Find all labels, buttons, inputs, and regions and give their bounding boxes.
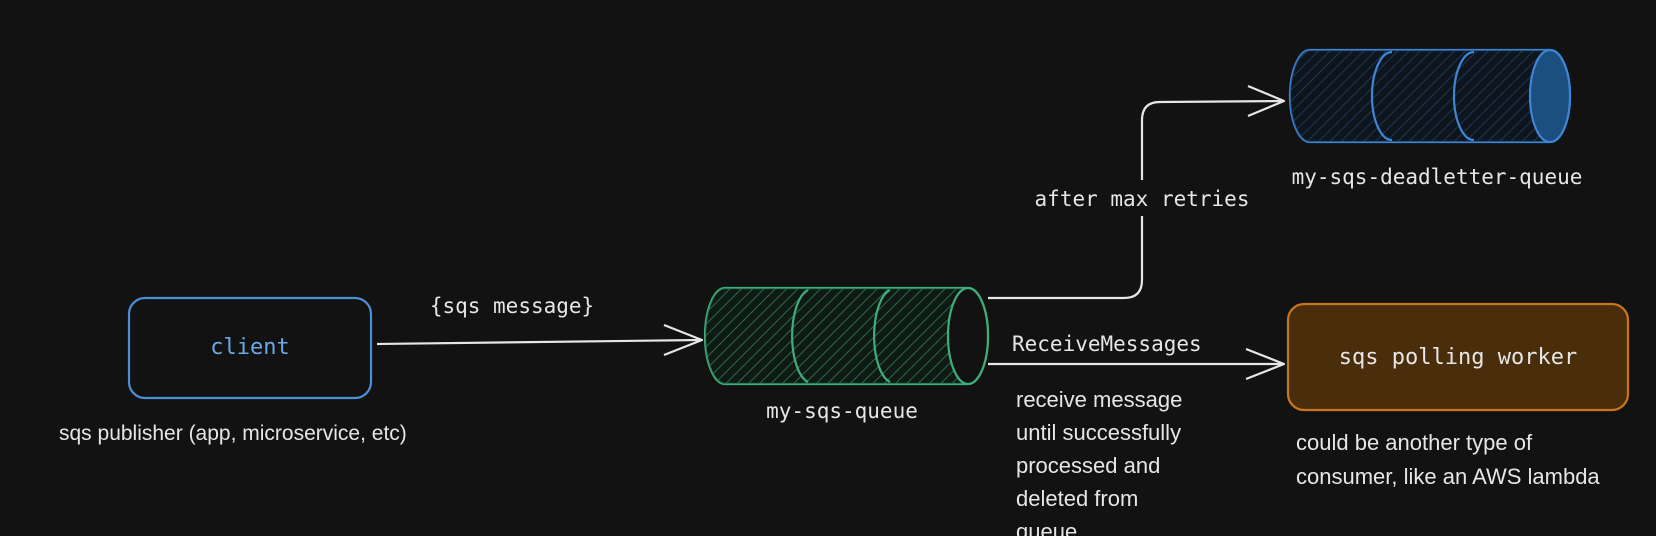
main-queue-label: my-sqs-queue bbox=[766, 399, 918, 423]
publish-label: {sqs message} bbox=[430, 294, 594, 318]
receive-note-line: until successfully bbox=[1016, 420, 1181, 445]
worker-box bbox=[1286, 302, 1630, 412]
publish-arrow bbox=[376, 323, 704, 357]
worker-caption-line: consumer, like an AWS lambda bbox=[1296, 464, 1600, 489]
client-box bbox=[127, 296, 373, 400]
client-label: client bbox=[210, 335, 289, 360]
deadletter-queue-cylinder bbox=[1288, 48, 1572, 144]
deadletter-queue-label: my-sqs-deadletter-queue bbox=[1292, 165, 1583, 189]
client-caption: sqs publisher (app, microservice, etc) bbox=[59, 422, 407, 445]
receive-note-line: receive message bbox=[1016, 387, 1182, 412]
receive-note-line: processed and bbox=[1016, 453, 1160, 478]
worker-node: sqs polling worker bbox=[1286, 302, 1630, 412]
deadletter-label: after max retries bbox=[1035, 187, 1250, 211]
receive-note: receive message until successfully proce… bbox=[1016, 387, 1182, 536]
receive-note-line: queue bbox=[1016, 519, 1077, 536]
worker-label: sqs polling worker bbox=[1339, 345, 1577, 370]
client-node: client bbox=[127, 296, 373, 400]
deadletter-label-bg bbox=[1022, 180, 1262, 216]
receive-arrow bbox=[988, 347, 1286, 381]
main-queue-cylinder bbox=[703, 286, 990, 386]
receive-note-line: deleted from bbox=[1016, 486, 1138, 511]
worker-caption-line: could be another type of bbox=[1296, 430, 1533, 455]
receive-label: ReceiveMessages bbox=[1012, 332, 1202, 356]
